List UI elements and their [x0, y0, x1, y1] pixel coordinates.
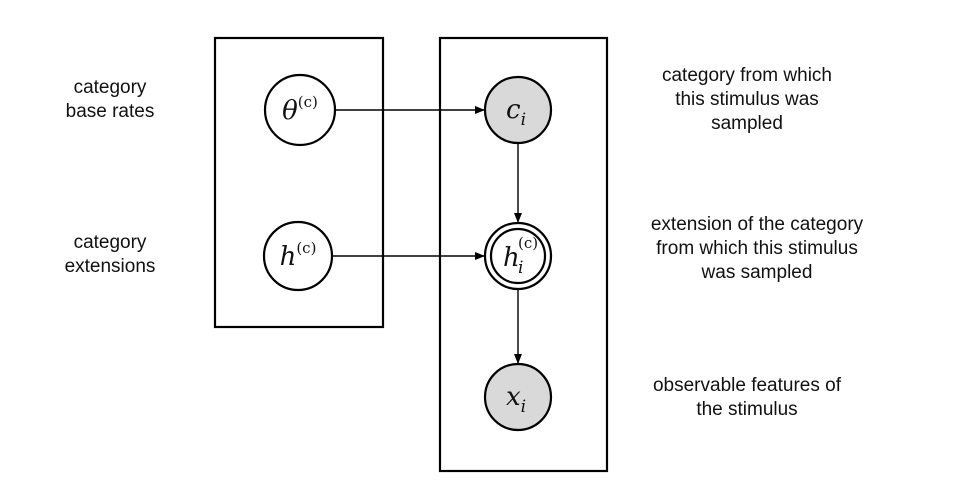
h-c-superscript: (c) — [296, 239, 316, 257]
x-i-subscript: i — [521, 397, 526, 417]
theta-c-node: θ(c) — [263, 73, 337, 147]
x-i-symbol: x — [506, 382, 521, 412]
theta-symbol: θ — [282, 96, 298, 126]
label-line: extension of the category — [650, 214, 864, 235]
label-line: category — [73, 232, 147, 253]
svg-text:xi: xi — [506, 382, 526, 417]
h-i-symbol: h — [503, 243, 520, 273]
x-i-node: xi — [483, 362, 553, 432]
h-i-subscript: i — [518, 258, 523, 278]
h-i-node: h (c) i — [483, 221, 553, 291]
svg-text:ci: ci — [506, 95, 526, 130]
c-i-subscript: i — [521, 110, 526, 130]
theta-superscript: (c) — [298, 93, 318, 111]
svg-text:θ(c): θ(c) — [282, 93, 318, 126]
label-category-extensions: category extensions — [45, 231, 175, 279]
label-hi-description: extension of the category from which thi… — [612, 213, 902, 285]
label-line: sampled — [711, 113, 783, 134]
h-c-node: h(c) — [262, 220, 334, 292]
label-xi-description: observable features of the stimulus — [622, 374, 872, 422]
label-line: extensions — [64, 256, 156, 277]
label-line: was sampled — [701, 262, 813, 283]
label-ci-description: category from which this stimulus was sa… — [622, 64, 872, 136]
label-line: category from which — [661, 65, 832, 86]
svg-text:h: h — [503, 243, 520, 273]
c-i-node: ci — [483, 75, 553, 145]
label-line: base rates — [65, 101, 155, 122]
c-i-symbol: c — [506, 95, 521, 125]
h-c-symbol: h — [280, 242, 297, 272]
label-category-base-rates: category base rates — [45, 76, 175, 124]
category-plate — [213, 36, 385, 329]
svg-text:h(c): h(c) — [280, 239, 317, 272]
label-line: this stimulus was — [675, 89, 819, 110]
label-line: the stimulus — [696, 399, 798, 420]
stimulus-plate — [438, 36, 609, 473]
label-line: observable features of — [652, 375, 841, 396]
label-line: from which this stimulus — [656, 238, 858, 259]
h-i-superscript: (c) — [518, 234, 538, 252]
label-line: category — [73, 77, 147, 98]
